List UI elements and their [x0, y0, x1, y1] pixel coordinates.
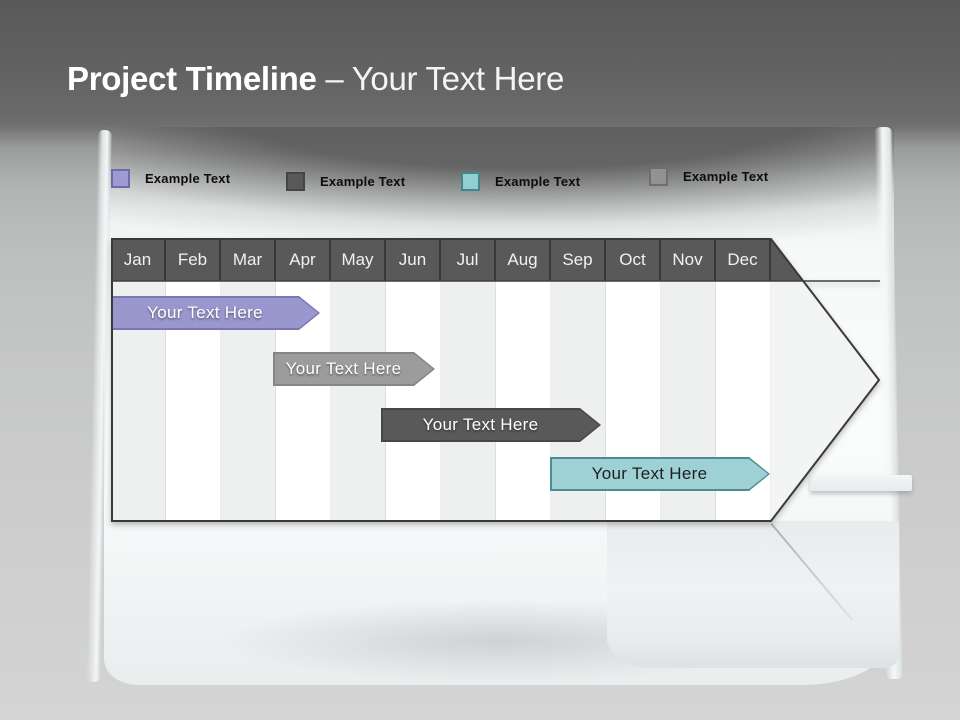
legend-color-swatch [461, 172, 480, 191]
timeline-bar[interactable]: Your Text Here [381, 408, 601, 442]
legend-item[interactable]: Example Text [286, 172, 405, 191]
timeline-bar[interactable]: Your Text Here [273, 352, 435, 386]
month-cell: Jul [441, 238, 496, 281]
timeline-bar-label: Your Text Here [275, 354, 433, 384]
legend-label: Example Text [495, 174, 581, 189]
month-cell: Oct [606, 238, 661, 281]
arrowhead-area [771, 281, 880, 522]
month-column-stripe [496, 281, 551, 522]
legend-item[interactable]: Example Text [111, 169, 230, 188]
month-column-stripe [331, 281, 386, 522]
month-cell: Aug [496, 238, 551, 281]
legend-item[interactable]: Example Text [461, 172, 580, 191]
legend-color-swatch [649, 167, 668, 186]
legend-item[interactable]: Example Text [649, 167, 768, 186]
month-column-stripe [441, 281, 496, 522]
legend-color-swatch [286, 172, 305, 191]
legend-label: Example Text [320, 174, 406, 189]
legend-color-swatch [111, 169, 130, 188]
legend-label: Example Text [145, 171, 231, 186]
backdrop-pillar [607, 521, 899, 668]
month-cell: Nov [661, 238, 716, 281]
month-cell: Jun [386, 238, 441, 281]
month-column-stripe [386, 281, 441, 522]
timeline-bar-label: Your Text Here [552, 459, 768, 489]
timeline-bar-label: Your Text Here [383, 410, 599, 440]
slide-title[interactable]: Project Timeline – Your Text Here [67, 60, 564, 98]
month-cell: Jan [111, 238, 166, 281]
slide-title-main: Project Timeline [67, 60, 317, 97]
timeline-bar-label: Your Text Here [113, 298, 318, 328]
timeline-bar[interactable]: Your Text Here [550, 457, 770, 491]
month-cell: Sep [551, 238, 606, 281]
legend-label: Example Text [683, 169, 769, 184]
month-cell: Dec [716, 238, 771, 281]
month-cell: Feb [166, 238, 221, 281]
month-cell: May [331, 238, 386, 281]
month-cell: Mar [221, 238, 276, 281]
slide-title-placeholder: – Your Text Here [325, 60, 564, 97]
month-cell: Apr [276, 238, 331, 281]
timeline-bar[interactable]: Your Text Here [111, 296, 320, 330]
